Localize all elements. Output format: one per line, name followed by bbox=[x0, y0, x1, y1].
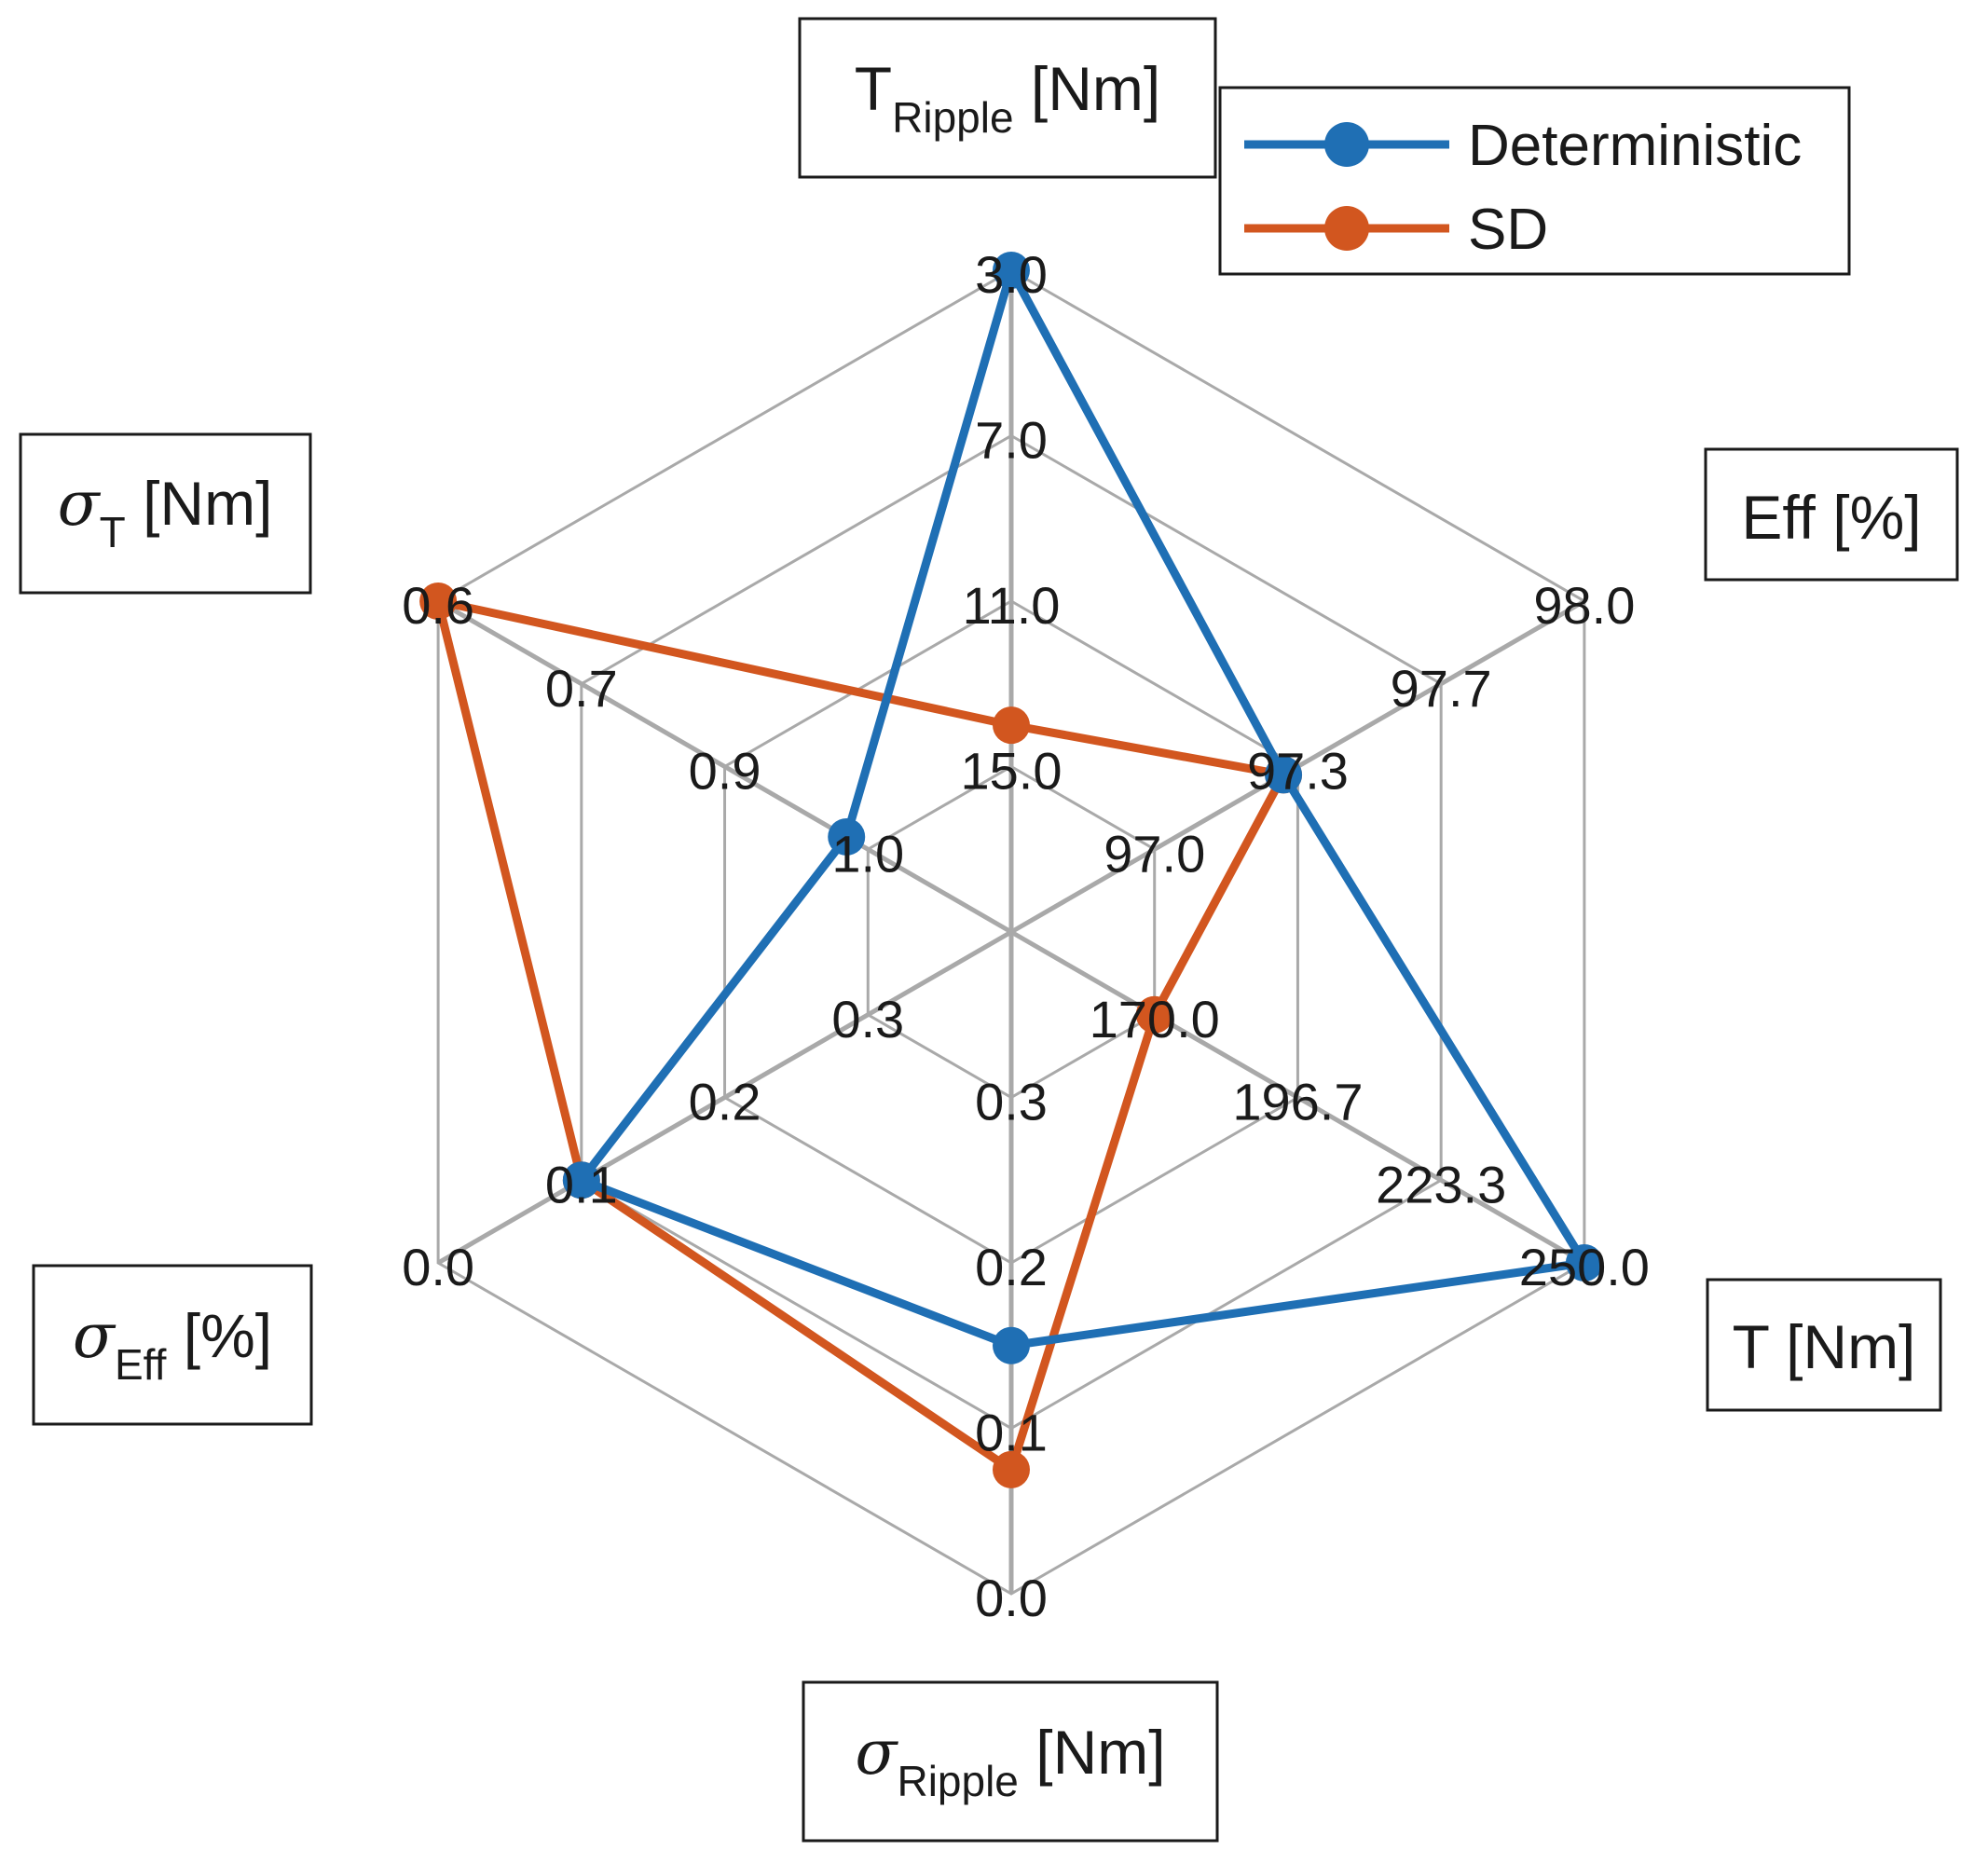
tick-label-sigma_ripple-4: 0.0 bbox=[975, 1569, 1048, 1627]
tick-label-eff-4: 98.0 bbox=[1533, 576, 1635, 635]
legend-box bbox=[1218, 86, 1851, 276]
tick-label-sigma_eff-1: 0.3 bbox=[831, 990, 904, 1048]
axis-label-t: T [Nm] bbox=[1733, 1312, 1916, 1381]
axis-label-main: σ bbox=[855, 1717, 898, 1789]
axis-label-box-t_ripple bbox=[798, 17, 1217, 179]
tick-label-sigma_t-4: 0.6 bbox=[402, 576, 474, 635]
axis-label-subscript: Ripple bbox=[897, 1757, 1018, 1805]
axis-label-box-sigma_eff bbox=[32, 1264, 313, 1426]
tick-label-sigma_ripple-2: 0.2 bbox=[975, 1238, 1048, 1296]
grid-spoke-sigma_t bbox=[436, 598, 1013, 935]
tick-label-t-3: 223.3 bbox=[1376, 1155, 1506, 1213]
grid-spoke-sigma_eff bbox=[436, 929, 1013, 1266]
axis-label-sigma_eff: σEff [%] bbox=[73, 1300, 272, 1389]
axis-label-main: T bbox=[855, 54, 892, 123]
series-point-deterministic-t bbox=[1565, 1244, 1603, 1282]
axis-label-sigma_t: σT [Nm] bbox=[58, 468, 273, 556]
tick-label-t-2: 196.7 bbox=[1232, 1073, 1363, 1131]
tick-label-sigma_t-2: 0.9 bbox=[689, 742, 761, 801]
tick-label-sigma_eff-3: 0.1 bbox=[545, 1155, 618, 1213]
series-point-sd-sigma_t bbox=[419, 582, 458, 620]
series-point-sd-t_ripple bbox=[993, 706, 1030, 745]
tick-label-t_ripple-4: 3.0 bbox=[975, 245, 1048, 304]
legend-swatch-marker-sd bbox=[1324, 206, 1369, 251]
legend-label-sd: SD bbox=[1468, 198, 1548, 262]
tick-label-t_ripple-1: 15.0 bbox=[961, 742, 1063, 801]
axis-label-t_ripple: TRipple [Nm] bbox=[855, 54, 1160, 142]
axis-label-unit: [Nm] bbox=[1019, 1718, 1166, 1787]
tick-label-sigma_ripple-3: 0.1 bbox=[975, 1404, 1048, 1462]
series-point-deterministic-sigma_t bbox=[828, 817, 866, 856]
axis-label-main: σ bbox=[58, 468, 102, 540]
series-point-deterministic-t_ripple bbox=[993, 252, 1030, 289]
series-point-deterministic-sigma_eff bbox=[562, 1161, 600, 1199]
tick-label-sigma_t-3: 0.7 bbox=[545, 659, 618, 718]
tick-label-t-4: 250.0 bbox=[1519, 1238, 1650, 1296]
axis-label-main: σ bbox=[73, 1300, 117, 1372]
grid-spoke-t bbox=[1009, 929, 1586, 1266]
axis-label-subscript: Ripple bbox=[892, 93, 1013, 142]
tick-label-sigma_ripple-1: 0.3 bbox=[975, 1073, 1048, 1131]
series-point-sd-t bbox=[1135, 995, 1173, 1034]
axis-label-subscript: Eff bbox=[115, 1340, 167, 1389]
tick-label-eff-2: 97.3 bbox=[1247, 742, 1349, 801]
axis-label-eff: Eff [%] bbox=[1741, 483, 1921, 552]
series-point-sd-sigma_ripple bbox=[993, 1450, 1030, 1488]
series-point-deterministic-sigma_ripple bbox=[993, 1326, 1030, 1364]
axis-label-box-t bbox=[1706, 1278, 1942, 1412]
axis-label-subscript: T bbox=[100, 508, 126, 556]
axis-label-unit: [Nm] bbox=[1014, 54, 1161, 123]
axis-label-sigma_ripple: σRipple [Nm] bbox=[855, 1717, 1165, 1805]
axis-label-unit: [Nm] bbox=[126, 469, 273, 538]
radar-tick-labels: 15.0 11.0 7.0 3.0 97.0 97.3 97.7 98.0 170.0196.7… bbox=[402, 245, 1650, 1627]
tick-label-eff-1: 97.0 bbox=[1104, 824, 1205, 883]
tick-label-sigma_t-1: 1.0 bbox=[831, 824, 904, 883]
tick-label-sigma_eff-2: 0.2 bbox=[689, 1073, 761, 1131]
tick-label-t_ripple-3: 7.0 bbox=[975, 411, 1048, 470]
radar-series bbox=[419, 252, 1603, 1488]
tick-label-t_ripple-2: 11.0 bbox=[963, 576, 1061, 635]
tick-label-eff-3: 97.7 bbox=[1391, 659, 1492, 718]
radar-axis-labels: TRipple [Nm]Eff [%]T [Nm]σRipple [Nm]σEf… bbox=[19, 17, 1959, 1843]
legend-swatch-marker-deterministic bbox=[1324, 122, 1369, 167]
series-point-deterministic-eff bbox=[1265, 756, 1303, 794]
axis-label-box-eff bbox=[1704, 447, 1959, 582]
tick-label-t-1: 170.0 bbox=[1090, 990, 1220, 1048]
axis-label-box-sigma_ripple bbox=[802, 1680, 1219, 1843]
tick-label-sigma_eff-4: 0.0 bbox=[402, 1238, 474, 1296]
axis-label-unit: [%] bbox=[166, 1301, 272, 1370]
legend-label-deterministic: Deterministic bbox=[1468, 114, 1802, 178]
axis-label-box-sigma_t bbox=[19, 432, 312, 595]
axis-label-main: T [Nm] bbox=[1733, 1312, 1916, 1381]
axis-label-main: Eff [%] bbox=[1741, 483, 1921, 552]
